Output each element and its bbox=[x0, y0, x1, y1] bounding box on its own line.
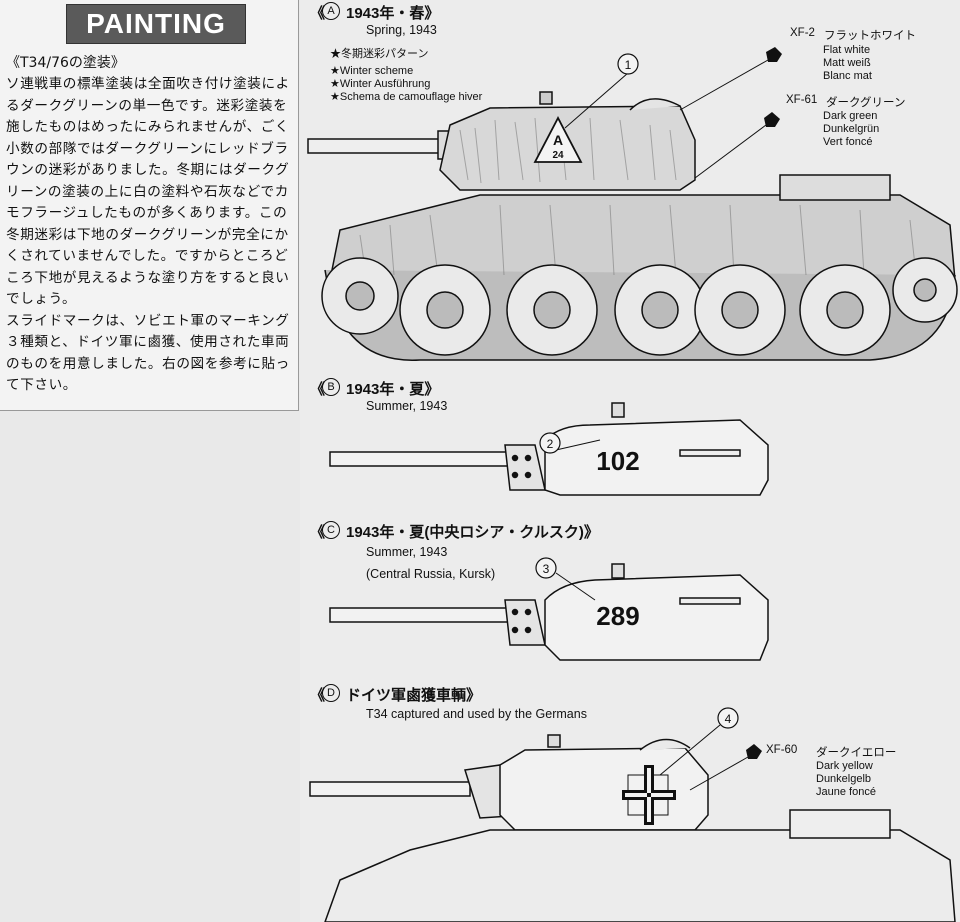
xf2-name-de: Matt weiß bbox=[823, 57, 871, 69]
xf60-name-en: Dark yellow bbox=[816, 760, 873, 772]
paint-xf2-code: XF-2 bbox=[790, 27, 815, 39]
section-a-sub: Spring, 1943 bbox=[366, 23, 437, 37]
paint-xf60-names: Dark yellow Dunkelgelb Jaune foncé bbox=[816, 760, 876, 799]
paint-xf2-jp: フラットホワイト bbox=[824, 30, 916, 42]
paint-xf61-jp: ダークグリーン bbox=[826, 97, 906, 109]
section-c-prefix: 《 bbox=[310, 524, 326, 541]
svg-text:24: 24 bbox=[552, 150, 564, 161]
winter-scheme-list: ★冬期迷彩パターン ★Winter scheme ★Winter Ausführ… bbox=[330, 48, 482, 104]
section-b-letter: B bbox=[322, 378, 340, 396]
turret-b-drawing bbox=[329, 402, 769, 496]
paragraph-1: ソ連戦車の標準塗装は全面吹き付け塗装によるダークグリーンの単一色です。迷彩塗装を… bbox=[6, 76, 290, 307]
callout-4: 4 bbox=[659, 707, 739, 776]
svg-text:A: A bbox=[553, 132, 563, 148]
painting-title: PAINTING bbox=[86, 8, 226, 39]
paint-leader-d bbox=[689, 744, 762, 791]
section-c-sub1: Summer, 1943 bbox=[366, 545, 448, 559]
xf61-color-chip bbox=[764, 112, 780, 127]
section-c-letter: C bbox=[322, 521, 340, 539]
section-d-sub: T34 captured and used by the Germans bbox=[366, 707, 587, 721]
paint-leaders-a bbox=[679, 47, 782, 179]
diagram-area: 《 A 1943年・春》 Spring, 1943 ★冬期迷彩パターン ★Win… bbox=[300, 0, 960, 922]
painting-text-panel: PAINTING 《T34/76の塗装》 ソ連戦車の標準塗装は全面吹き付け塗装に… bbox=[0, 0, 299, 411]
tank-drawings: A 24 1 102 2 bbox=[307, 47, 958, 922]
xf2-color-chip bbox=[766, 47, 782, 62]
callout-1: 1 bbox=[564, 53, 639, 129]
turret-c-number: 289 bbox=[596, 601, 639, 631]
section-d-letter: D bbox=[322, 684, 340, 702]
section-a-prefix: 《 bbox=[310, 5, 326, 22]
section-b-prefix: 《 bbox=[310, 381, 326, 398]
tank-a-marking: A 24 bbox=[533, 116, 583, 163]
xf61-name-en: Dark green bbox=[823, 110, 878, 122]
xf60-name-fr: Jaune foncé bbox=[816, 786, 876, 798]
section-b-heading: 1943年・夏》 bbox=[346, 381, 440, 398]
svg-text:4: 4 bbox=[725, 712, 732, 726]
section-c-sub2: (Central Russia, Kursk) bbox=[366, 567, 496, 581]
xf2-name-en: Flat white bbox=[823, 44, 871, 56]
section-b-sub: Summer, 1943 bbox=[366, 399, 448, 413]
paint-xf2-names: Flat white Matt weiß Blanc mat bbox=[823, 44, 872, 83]
paint-xf61-code: XF-61 bbox=[786, 94, 818, 106]
turret-b-number: 102 bbox=[596, 446, 639, 476]
section-a-heading: 1943年・春》 bbox=[346, 5, 440, 22]
section-c-heading: 1943年・夏(中央ロシア・クルスク)》 bbox=[346, 524, 599, 541]
painting-title-box: PAINTING bbox=[66, 4, 246, 44]
section-d-prefix: 《 bbox=[310, 687, 326, 704]
section-d-heading: ドイツ軍鹵獲車輌》 bbox=[346, 687, 482, 704]
section-a-letter: A bbox=[322, 2, 340, 20]
tank-d-drawing bbox=[309, 734, 956, 922]
paint-xf60-jp: ダークイエロー bbox=[816, 747, 897, 759]
xf61-name-de: Dunkelgrün bbox=[823, 123, 880, 135]
paint-xf60-code: XF-60 bbox=[766, 744, 798, 756]
tank-a-camouflage bbox=[359, 117, 917, 276]
xf60-name-de: Dunkelgelb bbox=[816, 773, 872, 785]
paint-xf61-names: Dark green Dunkelgrün Vert foncé bbox=[823, 110, 879, 149]
scheme-line-3: ★Winter Ausführung bbox=[330, 78, 431, 90]
balkenkreuz-marking bbox=[622, 765, 676, 825]
scheme-line-2: ★Winter scheme bbox=[330, 65, 414, 77]
body-text: ソ連戦車の標準塗装は全面吹き付け塗装によるダークグリーンの単一色です。迷彩塗装を… bbox=[6, 74, 294, 397]
turret-c-drawing bbox=[329, 563, 769, 661]
xf61-name-fr: Vert foncé bbox=[823, 136, 873, 148]
svg-text:3: 3 bbox=[543, 562, 550, 576]
scheme-line-4: ★Schema de camouflage hiver bbox=[330, 91, 483, 103]
callout-3: 3 bbox=[535, 557, 596, 601]
section-heading: 《T34/76の塗装》 bbox=[6, 55, 125, 71]
svg-text:1: 1 bbox=[625, 58, 632, 72]
scheme-line-1: ★冬期迷彩パターン bbox=[330, 48, 429, 60]
paragraph-2: スライドマークは、ソビエト軍のマーキング３種類と、ドイツ軍に鹵獲、使用された車両… bbox=[6, 312, 290, 394]
xf2-name-fr: Blanc mat bbox=[823, 70, 872, 82]
callout-2: 2 bbox=[539, 432, 601, 454]
svg-text:2: 2 bbox=[547, 437, 554, 451]
tank-a-wheels bbox=[321, 257, 958, 356]
xf60-color-chip bbox=[746, 744, 762, 759]
